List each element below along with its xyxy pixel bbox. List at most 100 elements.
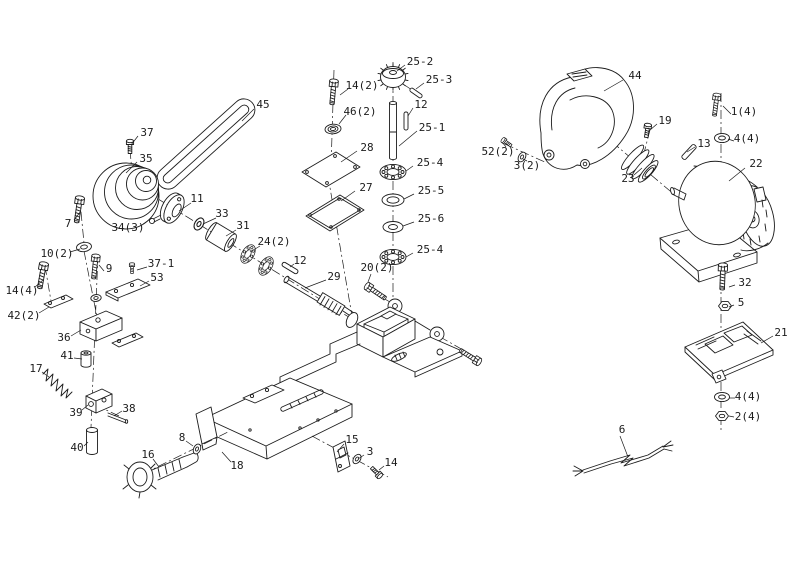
nut-5 xyxy=(718,301,732,311)
part-label-14: 14 xyxy=(384,456,398,469)
part-label-18: 18 xyxy=(230,459,243,472)
part-label-9: 9 xyxy=(106,262,113,275)
pin-25-3 xyxy=(409,87,423,99)
v-belt xyxy=(156,98,256,190)
strips-42 xyxy=(43,294,144,348)
belt-cover-44 xyxy=(539,67,634,170)
part-label-1-4: 1(4) xyxy=(731,105,758,118)
part-label-11: 11 xyxy=(190,192,203,205)
part-label-44: 44 xyxy=(628,69,642,82)
part-label-45: 45 xyxy=(256,98,269,111)
part-label-32: 32 xyxy=(738,276,751,289)
block-39 xyxy=(85,388,113,414)
part-label-16: 16 xyxy=(141,448,154,461)
spring-17 xyxy=(42,368,73,399)
part-label-25-3: 25-3 xyxy=(426,73,453,86)
part-label-36: 36 xyxy=(57,331,70,344)
washer-3 xyxy=(350,452,364,466)
base-plate-18 xyxy=(195,377,353,460)
guide-block-36 xyxy=(79,310,123,342)
part-label-8: 8 xyxy=(179,431,186,444)
bearing-24-b xyxy=(255,253,277,279)
bolt-7 xyxy=(71,194,86,224)
part-label-25-4a: 25-4 xyxy=(417,156,444,169)
seal-25-6 xyxy=(382,221,404,233)
bearing-25-4a xyxy=(379,163,407,181)
set-screw-19 xyxy=(642,122,653,139)
ring-25-5 xyxy=(381,193,405,207)
leader-lines xyxy=(34,64,774,471)
pin-38 xyxy=(107,412,129,424)
bolt-32 xyxy=(717,262,729,291)
part-labels: 45 37 35 7 34(3) 11 33 31 24(2) 10(2) 9 … xyxy=(5,55,787,472)
flange-11 xyxy=(159,192,185,224)
latch-15 xyxy=(332,440,351,473)
spacer-31 xyxy=(205,222,237,252)
part-label-42-2: 42(2) xyxy=(7,309,40,322)
part-label-15: 15 xyxy=(345,433,358,446)
nut-2-4 xyxy=(715,411,729,421)
part-label-46-2: 46(2) xyxy=(343,105,376,118)
washer-4-4b xyxy=(714,391,730,403)
part-label-25-5: 25-5 xyxy=(418,184,445,197)
part-label-3-2: 3(2) xyxy=(514,159,541,172)
part-label-25-4b: 25-4 xyxy=(417,243,444,256)
part-label-31: 31 xyxy=(236,219,249,232)
part-label-35: 35 xyxy=(139,152,152,165)
mounting-plate-21 xyxy=(684,321,774,384)
key-12-top xyxy=(403,111,409,131)
part-label-6: 6 xyxy=(619,423,626,436)
part-label-22: 22 xyxy=(749,157,762,170)
washer-4-4a xyxy=(714,132,730,144)
part-label-25-2: 25-2 xyxy=(407,55,434,68)
parts xyxy=(34,63,775,499)
washer-under-9 xyxy=(89,293,103,303)
part-label-20-2: 20(2) xyxy=(360,261,393,274)
roller-40 xyxy=(86,427,98,455)
part-label-38: 38 xyxy=(122,402,135,415)
part-label-33: 33 xyxy=(215,207,228,220)
part-label-14-4: 14(4) xyxy=(5,284,38,297)
bolt-9 xyxy=(88,253,101,280)
bushing-41 xyxy=(80,350,92,368)
part-label-37-1: 37-1 xyxy=(148,257,175,270)
wire-6 xyxy=(572,440,674,477)
part-label-7: 7 xyxy=(65,217,72,230)
bolt-14-2 xyxy=(327,78,339,106)
part-label-12-top: 12 xyxy=(414,98,427,111)
part-label-34-3: 34(3) xyxy=(111,221,144,234)
part-label-39: 39 xyxy=(69,406,82,419)
part-label-14-2: 14(2) xyxy=(345,79,378,92)
worm-shaft-29 xyxy=(283,275,356,319)
part-label-10-2: 10(2) xyxy=(40,247,73,260)
part-label-23: 23 xyxy=(621,172,634,185)
part-label-40: 40 xyxy=(70,441,83,454)
screws-34 xyxy=(148,217,161,225)
washer-33 xyxy=(191,215,207,233)
part-label-13: 13 xyxy=(697,137,710,150)
key-13 xyxy=(681,144,697,160)
knob-16 xyxy=(122,452,199,499)
part-label-4-4a: 4(4) xyxy=(734,132,761,145)
bearing-24-a xyxy=(237,241,259,267)
part-label-17: 17 xyxy=(29,362,42,375)
set-screw-37-1 xyxy=(128,262,136,274)
bolt-20-a xyxy=(362,281,389,303)
part-label-29: 29 xyxy=(327,270,340,283)
part-label-52-2: 52(2) xyxy=(481,145,514,158)
plate-53 xyxy=(105,278,151,302)
pulley-set-screw xyxy=(125,138,135,154)
part-label-19: 19 xyxy=(658,114,671,127)
motor-pulley-23 xyxy=(621,144,659,183)
gear-cover-28 xyxy=(301,151,361,188)
part-label-21: 21 xyxy=(774,326,787,339)
part-label-3: 3 xyxy=(367,445,374,458)
part-label-2-4: 2(4) xyxy=(735,410,762,423)
part-label-25-1: 25-1 xyxy=(419,121,446,134)
part-label-53: 53 xyxy=(150,271,163,284)
flanged-nut-46 xyxy=(324,123,342,135)
shaft-25-1 xyxy=(389,100,397,161)
part-label-24-2: 24(2) xyxy=(257,235,290,248)
gasket-27 xyxy=(305,194,365,232)
